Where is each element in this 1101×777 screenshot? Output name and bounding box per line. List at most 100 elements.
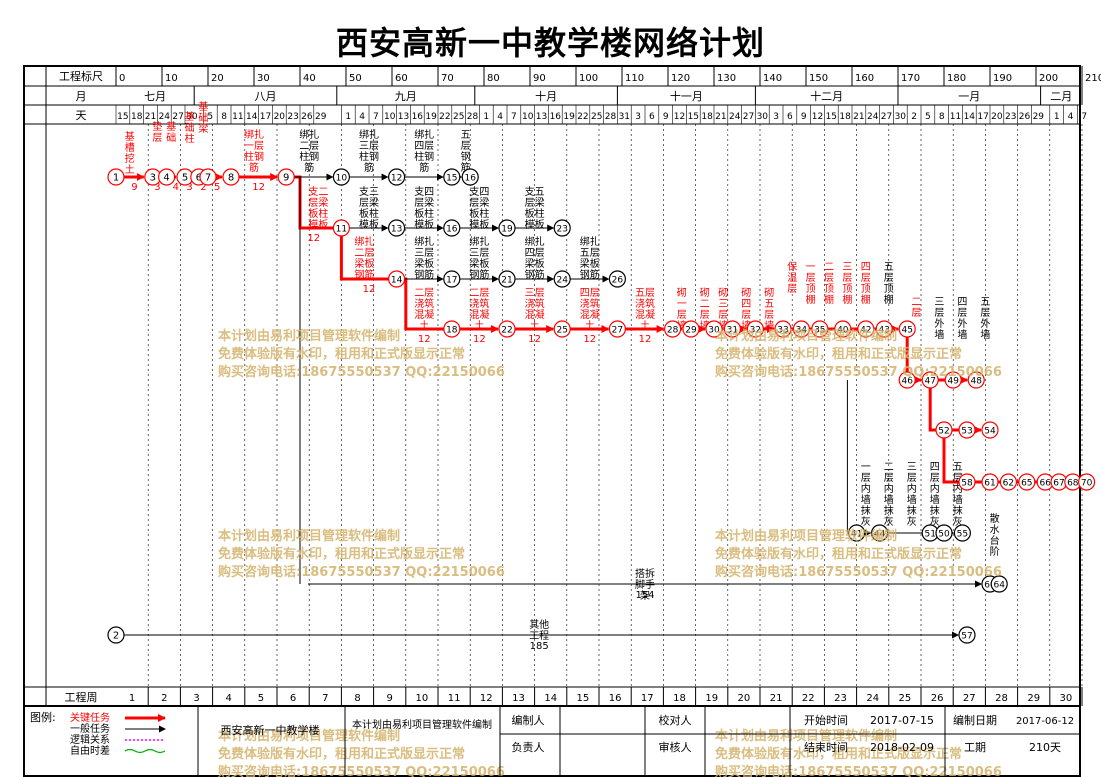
watermark-line: 免费体验版有水印，租用和正式版显示正常 xyxy=(218,746,465,762)
event-node xyxy=(898,371,916,389)
week-number: 25 xyxy=(899,693,912,704)
week-number: 20 xyxy=(738,693,751,704)
event-node xyxy=(875,320,893,338)
task-label: 柱钢 xyxy=(359,150,379,163)
task-label: 浇筑 xyxy=(635,297,655,310)
task-label-char: 挖 xyxy=(125,152,135,165)
logic-link xyxy=(339,228,397,281)
task-label: 梁板 xyxy=(469,257,489,270)
task-label: 梁板 xyxy=(580,257,600,270)
task-label-char: 层 xyxy=(806,272,816,284)
task-label-char: 槽 xyxy=(125,141,135,154)
event-node xyxy=(847,524,866,542)
page-title: 西安高新一中教学楼网络计划 xyxy=(335,24,765,62)
day-number: 28 xyxy=(467,112,479,122)
event-node xyxy=(332,168,350,186)
task-label: 土 xyxy=(419,319,429,332)
month-name: 七月 xyxy=(144,90,166,103)
event-node-label: 17 xyxy=(446,276,457,286)
task-label-char: 层 xyxy=(824,272,834,284)
event-node-label: 50 xyxy=(938,530,950,540)
task-label-char: 墙 xyxy=(861,493,871,506)
scale-tick-label: 0 xyxy=(119,73,125,84)
task-label-char: 外 xyxy=(980,318,990,330)
timeline-grid xyxy=(23,65,1083,777)
event-node xyxy=(1077,473,1096,491)
task-duration: 2 xyxy=(200,182,206,193)
event-node-label: 24 xyxy=(556,276,568,286)
scale-tick-label: 130 xyxy=(717,73,736,84)
event-node xyxy=(1018,473,1036,491)
event-node xyxy=(682,320,700,338)
scale-label: 工程标尺 xyxy=(59,69,103,83)
day-number: 15 xyxy=(826,112,837,122)
day-number: 18 xyxy=(131,112,143,122)
task-duration: 4 xyxy=(173,182,179,193)
event-node-label: 15 xyxy=(446,174,457,184)
task-label: 钢筋 xyxy=(469,268,489,281)
task-label: 五层 xyxy=(635,287,655,299)
legend-swatch xyxy=(124,748,166,754)
task-label: 钢筋 xyxy=(414,268,434,281)
task-label: 支二 xyxy=(308,186,328,198)
task-label-char: 四 xyxy=(930,462,940,473)
task-label: 绑扎 xyxy=(414,235,434,248)
task-label: 浇筑 xyxy=(414,297,434,310)
task-label-char: 外 xyxy=(934,318,944,330)
week-number: 9 xyxy=(387,693,393,704)
event-node xyxy=(332,219,350,237)
task-label-char: 三 xyxy=(842,262,852,273)
legend-label: 逻辑关系 xyxy=(70,733,110,746)
event-node-label: 31 xyxy=(727,326,738,336)
event-node xyxy=(705,320,723,338)
task-label-char: 顶 xyxy=(824,283,834,295)
week-number: 14 xyxy=(544,693,557,704)
event-node xyxy=(443,219,461,237)
task-label: 工程 xyxy=(529,630,549,642)
scale-tick-label: 180 xyxy=(947,73,966,84)
task-label-char: 梁 xyxy=(198,122,208,135)
task-label-char: 灰 xyxy=(884,515,894,528)
task-duration: 12 xyxy=(583,334,596,345)
task-label: 层梁 xyxy=(414,196,434,209)
task-duration: 3 xyxy=(186,182,192,193)
event-node xyxy=(981,421,999,439)
day-number: 25 xyxy=(591,112,602,122)
task-label-char: 灰 xyxy=(861,515,871,528)
day-number: 12 xyxy=(674,112,685,122)
task-label-char: 阶 xyxy=(990,545,1000,558)
week-number: 4 xyxy=(226,693,232,704)
event-node xyxy=(774,320,792,338)
day-number: 18 xyxy=(701,112,713,122)
task-label: 板柱 xyxy=(414,207,434,220)
task-label-char: 墙 xyxy=(718,319,728,332)
day-number: 29 xyxy=(315,112,327,122)
day-number: 30 xyxy=(757,112,769,122)
task-duration: 9 xyxy=(131,182,137,193)
footer-compile-date-value: 2017-06-12 xyxy=(1016,716,1074,727)
event-node xyxy=(981,473,999,491)
event-node xyxy=(107,626,125,644)
task-label-char: 层 xyxy=(787,283,797,295)
task-label-char: 墙 xyxy=(934,328,944,341)
footer-reviewer-label: 审核人 xyxy=(659,740,692,754)
task-duration: 12 xyxy=(418,334,431,345)
task-label: 绑扎 xyxy=(359,128,379,141)
task-label-char: 砌 xyxy=(677,287,687,299)
day-number: 7 xyxy=(511,112,517,122)
task-label-char: 基 xyxy=(125,130,135,143)
event-node-label: 9 xyxy=(283,173,289,184)
day-number: 11 xyxy=(232,112,243,122)
task-label: 支四 xyxy=(414,186,434,198)
event-node xyxy=(498,219,516,237)
watermark-line: 免费体验版有水印，租用和正式版显示正常 xyxy=(715,346,962,362)
task-label-char: 基 xyxy=(185,110,195,123)
watermark-line: 免费体验版有水印，租用和正式版显示正常 xyxy=(218,346,465,362)
event-node-label: 51 xyxy=(924,530,935,540)
day-number: 23 xyxy=(287,112,298,122)
task-label: 其他 xyxy=(529,618,549,631)
event-node-label: 53 xyxy=(961,427,972,437)
event-node xyxy=(935,524,953,542)
